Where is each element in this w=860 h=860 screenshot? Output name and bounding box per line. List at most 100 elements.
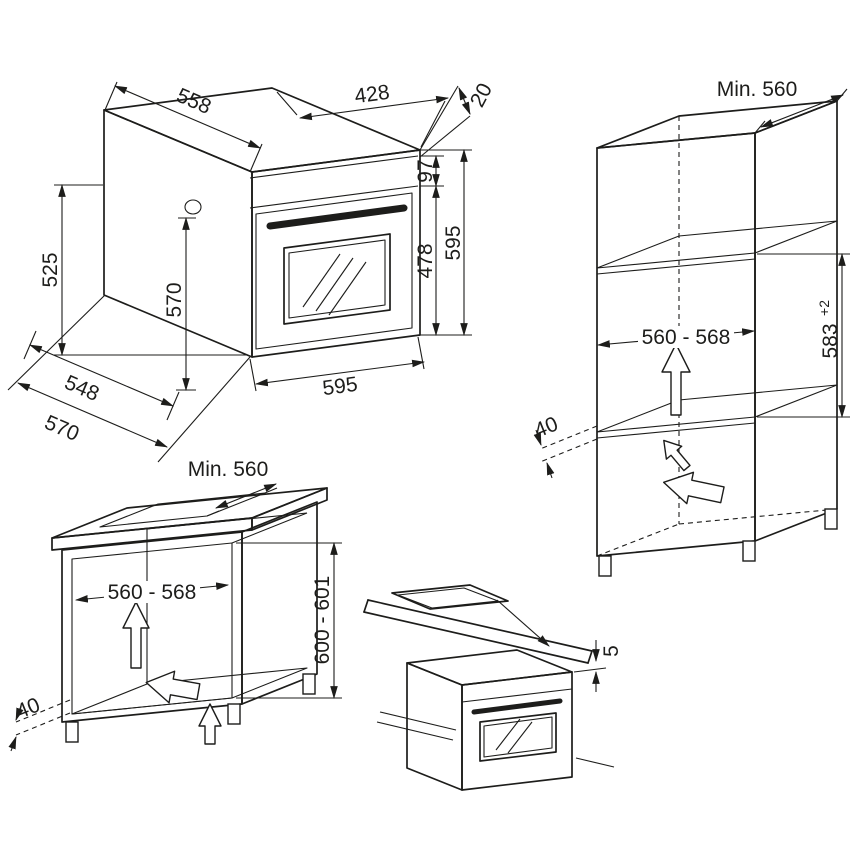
oven-door bbox=[255, 192, 413, 350]
door-frame bbox=[255, 192, 413, 350]
cabinet-right-face bbox=[241, 501, 318, 705]
dim-label-front-width: 595 bbox=[321, 373, 359, 400]
worktop-left-cap bbox=[363, 599, 369, 613]
shelf-lower bbox=[596, 384, 838, 433]
airflow-out-arrow bbox=[145, 670, 201, 704]
oven-front-face bbox=[251, 149, 421, 358]
dimension-front-heights: 97 478 595 bbox=[414, 148, 472, 337]
niche-back-top-edge bbox=[146, 512, 308, 530]
dim-label-tall-niche-height: 583 bbox=[819, 323, 842, 358]
glass-shine bbox=[507, 721, 533, 754]
dimension-top-trim: 20 bbox=[419, 80, 497, 158]
oven-left-face bbox=[406, 662, 463, 791]
dim-label-tall-niche-height-tolerance: +2 bbox=[816, 300, 832, 316]
dimension-niche-width: 560 - 568 bbox=[596, 326, 756, 349]
cabinet-top-face bbox=[596, 100, 838, 149]
shelf-upper bbox=[596, 220, 838, 269]
door-window-inner bbox=[288, 239, 386, 319]
cabinet-foot bbox=[598, 555, 612, 577]
worktop-bottom-line bbox=[363, 611, 589, 664]
base-cabinet-view: Min. 560 560 - 568 600 - 601 40 bbox=[8, 458, 342, 752]
dim-label-top-clearance: 5 bbox=[600, 645, 623, 657]
dimension-min-depth: Min. 560 bbox=[188, 458, 278, 517]
glass-shine bbox=[302, 253, 341, 308]
dim-label-base-air-gap: 40 bbox=[13, 693, 43, 723]
dim-label-total-depth: 570 bbox=[41, 411, 82, 446]
oven-panel-divider bbox=[461, 688, 573, 703]
glass-shine bbox=[328, 261, 367, 316]
base-cabinet-outline bbox=[51, 487, 328, 743]
niche-right-top-edge bbox=[231, 512, 308, 544]
dim-label-panel-height: 97 bbox=[414, 159, 437, 182]
cabinet-foot bbox=[302, 673, 316, 695]
hob-outline bbox=[391, 584, 509, 610]
glass-shine bbox=[495, 718, 521, 751]
floor-line bbox=[575, 757, 615, 768]
worktop-top-face bbox=[51, 487, 328, 539]
dim-label-base-min-depth: Min. 560 bbox=[188, 458, 269, 481]
dimension-top-clearance: 5 bbox=[573, 640, 623, 692]
worktop-right-cap bbox=[587, 650, 593, 664]
door-handle bbox=[471, 698, 563, 715]
airflow-out-arrow bbox=[662, 471, 725, 505]
door-window-inner bbox=[483, 716, 553, 758]
oven-top-trim-line bbox=[249, 155, 419, 179]
shelf-lower-front bbox=[596, 422, 756, 439]
tall-cabinet-view: Min. 560 560 - 568 583 +2 40 bbox=[531, 78, 850, 577]
oven-isometric-view: 558 428 20 97 478 595 bbox=[7, 80, 497, 463]
cabinet-front-face bbox=[61, 531, 243, 723]
worktop-section bbox=[363, 584, 615, 768]
dimension-front-width: 595 bbox=[249, 336, 426, 400]
hidden-bottom-edge bbox=[678, 508, 838, 525]
dim-label-front-height: 595 bbox=[442, 225, 465, 260]
tall-cabinet-outline bbox=[596, 100, 838, 577]
shelf-upper-front bbox=[596, 258, 756, 275]
dim-label-oven-top-trim: 20 bbox=[466, 80, 497, 111]
glass-shine bbox=[315, 257, 354, 312]
airflow-arrows bbox=[661, 343, 725, 505]
cabinet-foot bbox=[824, 508, 838, 530]
oven-left-face bbox=[103, 109, 253, 358]
dimension-depths: 548 570 bbox=[7, 294, 251, 463]
cabinet-foot bbox=[742, 540, 756, 562]
small-oven bbox=[406, 649, 573, 791]
airflow-up-arrow bbox=[661, 343, 691, 416]
dim-label-inner-height: 570 bbox=[163, 282, 186, 317]
worktop-right-edge bbox=[251, 487, 328, 531]
dim-label-base-niche-width: 560 - 568 bbox=[108, 581, 197, 604]
dim-label-tall-niche-width: 560 - 568 bbox=[642, 326, 731, 349]
dim-label-door-height: 478 bbox=[414, 243, 437, 278]
hidden-bottom-left-edge bbox=[596, 523, 680, 557]
dimension-upper-depth: 428 bbox=[276, 81, 450, 148]
dim-label-body-depth: 548 bbox=[61, 371, 102, 406]
worktop-insertion-view: 5 bbox=[363, 584, 623, 791]
airflow-arrows bbox=[122, 601, 222, 745]
dim-label-base-niche-height: 600 - 601 bbox=[311, 576, 334, 665]
insertion-arrow bbox=[496, 599, 550, 647]
dimension-min-depth: Min. 560 bbox=[717, 78, 848, 134]
door-window bbox=[479, 712, 557, 762]
dim-label-tall-air-gap: 40 bbox=[531, 412, 561, 442]
worktop-top-line bbox=[367, 599, 593, 652]
dimension-air-gap: 40 bbox=[531, 412, 598, 479]
side-panel-hole bbox=[184, 199, 202, 215]
oven-outline bbox=[103, 87, 421, 358]
niche-floor bbox=[71, 667, 308, 715]
floor-line bbox=[376, 721, 454, 741]
dimension-niche-width: 560 - 568 bbox=[74, 581, 230, 604]
door-handle bbox=[266, 204, 408, 230]
floor-line bbox=[379, 711, 457, 731]
dimension-inner-height: 570 bbox=[163, 216, 196, 392]
dimension-niche-height: 583 +2 bbox=[757, 252, 850, 419]
airflow-small-arrow bbox=[663, 439, 691, 472]
dimension-top-depth: 558 bbox=[104, 81, 263, 173]
airflow-small-arrow bbox=[198, 703, 222, 745]
oven-panel-divider bbox=[249, 185, 419, 209]
door-window bbox=[283, 233, 391, 325]
dim-label-tall-min-depth: Min. 560 bbox=[717, 78, 798, 101]
dim-label-oven-upper-depth: 428 bbox=[353, 81, 391, 108]
dimension-niche-height: 600 - 601 bbox=[236, 541, 342, 700]
cabinet-foot bbox=[65, 721, 79, 743]
cabinet-foot bbox=[227, 703, 241, 725]
